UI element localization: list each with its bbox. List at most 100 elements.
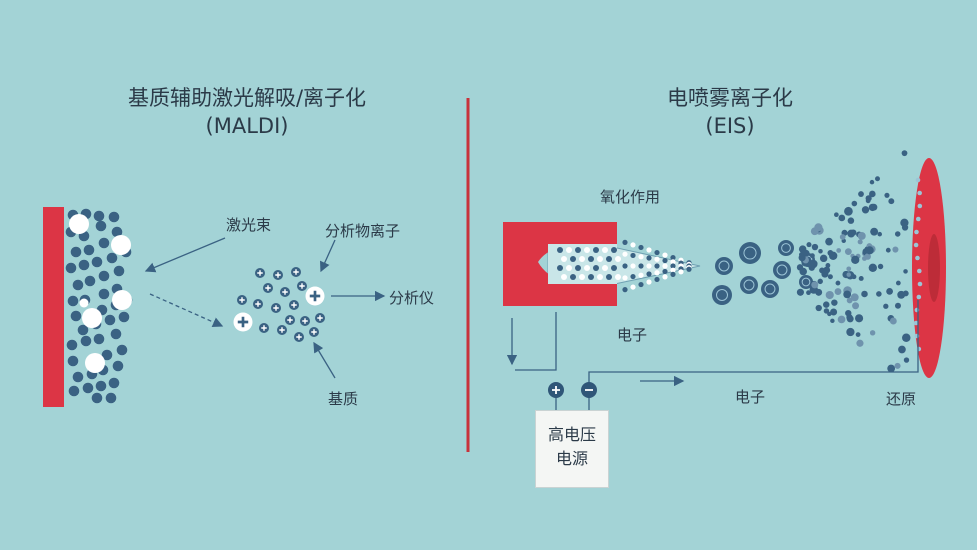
spray-droplet bbox=[670, 259, 676, 265]
esi-subtitle-text: (EIS) bbox=[705, 114, 755, 138]
matrix-dot bbox=[70, 246, 82, 258]
plume-ion bbox=[888, 198, 895, 205]
matrix-crystal bbox=[85, 353, 105, 373]
plume-ion bbox=[825, 263, 831, 268]
plume-ion bbox=[847, 229, 856, 238]
plume-ion bbox=[818, 248, 823, 254]
rim-ion bbox=[913, 320, 919, 326]
spray-droplet bbox=[662, 268, 668, 275]
matrix-dot bbox=[108, 211, 120, 223]
matrix-dot bbox=[65, 262, 77, 274]
matrix-dot bbox=[105, 392, 117, 404]
esi-title: 电喷雾离子化 (EIS) bbox=[630, 84, 830, 140]
matrix-dot bbox=[110, 328, 122, 340]
plume-ion bbox=[875, 176, 880, 182]
matrix-dot bbox=[67, 355, 79, 367]
matrix-dot bbox=[98, 288, 110, 300]
spray-droplet bbox=[557, 247, 563, 253]
plume-ion bbox=[883, 303, 889, 309]
spray-droplet bbox=[615, 256, 621, 262]
spray-droplet bbox=[630, 252, 636, 259]
counter-electrode-shadow bbox=[928, 234, 940, 302]
plume-ion bbox=[810, 227, 819, 236]
plume-ion bbox=[806, 290, 811, 296]
spray-droplet bbox=[662, 257, 668, 264]
maldi-title: 基质辅助激光解吸/离子化 (MALDI) bbox=[97, 84, 397, 140]
spray-droplet bbox=[615, 274, 621, 280]
plume-ion bbox=[825, 237, 833, 246]
spray-droplet bbox=[566, 265, 572, 271]
plume-ion bbox=[846, 297, 853, 304]
plume-ion bbox=[894, 302, 901, 309]
plume-ion bbox=[869, 190, 876, 198]
plume-ion bbox=[861, 290, 868, 298]
charged-droplet bbox=[761, 280, 779, 298]
plume-ion bbox=[876, 291, 882, 297]
plume-ion bbox=[825, 290, 834, 300]
spray-droplet bbox=[646, 279, 652, 285]
matrix-dot bbox=[101, 349, 113, 361]
charged-droplet bbox=[799, 275, 813, 289]
plume-ion bbox=[843, 290, 852, 299]
spray-droplet bbox=[678, 269, 684, 275]
spray-droplet bbox=[606, 256, 612, 262]
spray-droplet bbox=[662, 274, 668, 280]
matrix-dot bbox=[67, 295, 79, 307]
matrix-dot bbox=[66, 339, 78, 351]
spray-droplet bbox=[654, 276, 660, 283]
spray-droplet bbox=[597, 274, 603, 280]
plume-ion bbox=[823, 301, 830, 308]
plume-ion bbox=[831, 299, 838, 306]
plume-ion bbox=[856, 339, 864, 347]
plume-ion bbox=[799, 252, 804, 258]
spray-droplet bbox=[622, 263, 628, 269]
plume-ion bbox=[864, 253, 871, 260]
plume-ion bbox=[815, 288, 823, 296]
laser-beam-arrow bbox=[144, 237, 226, 273]
plume-ion bbox=[817, 278, 823, 285]
plume-ion bbox=[894, 362, 901, 369]
plume-ion bbox=[830, 308, 838, 316]
matrix-dot bbox=[116, 344, 128, 356]
rim-ion bbox=[913, 242, 919, 248]
spray-droplet bbox=[611, 265, 617, 271]
rim-ion bbox=[916, 346, 922, 352]
plume-ion bbox=[802, 249, 810, 257]
plume-ion bbox=[806, 242, 812, 248]
plume-ion bbox=[850, 293, 859, 302]
laser-beam-label: 激光束 bbox=[226, 216, 272, 234]
spray-droplet bbox=[670, 255, 676, 261]
rim-ion bbox=[915, 216, 921, 222]
spray-droplet bbox=[630, 273, 636, 280]
plume-ion bbox=[844, 206, 853, 216]
spray-droplet bbox=[654, 270, 660, 276]
plume-ion bbox=[902, 333, 911, 343]
spray-droplet bbox=[561, 274, 567, 280]
matrix-dot bbox=[77, 324, 89, 336]
spray-droplet bbox=[646, 247, 652, 253]
rim-ion bbox=[914, 229, 919, 235]
plume-ion bbox=[809, 253, 815, 259]
plume-ion bbox=[815, 304, 822, 312]
spray-droplet bbox=[654, 249, 660, 256]
spray-droplet bbox=[638, 272, 644, 278]
plume-ion bbox=[834, 288, 842, 295]
plume-ion bbox=[865, 246, 874, 255]
plume-ion bbox=[855, 332, 861, 338]
spray-droplet bbox=[584, 247, 590, 253]
rim-ion bbox=[917, 268, 922, 274]
matrix-dot bbox=[84, 275, 96, 287]
plume-ion bbox=[858, 275, 864, 281]
esi-title-text: 电喷雾离子化 bbox=[667, 86, 793, 110]
matrix-crystal bbox=[69, 214, 89, 234]
spray-droplet bbox=[575, 265, 581, 271]
plume-ion bbox=[877, 263, 884, 270]
matrix-dot bbox=[95, 380, 107, 392]
spray-droplet bbox=[566, 247, 572, 253]
charged-droplet bbox=[712, 285, 732, 305]
matrix-dot bbox=[82, 382, 94, 394]
electron-label-upper: 电子 bbox=[617, 326, 648, 344]
spray-droplet bbox=[646, 255, 652, 261]
